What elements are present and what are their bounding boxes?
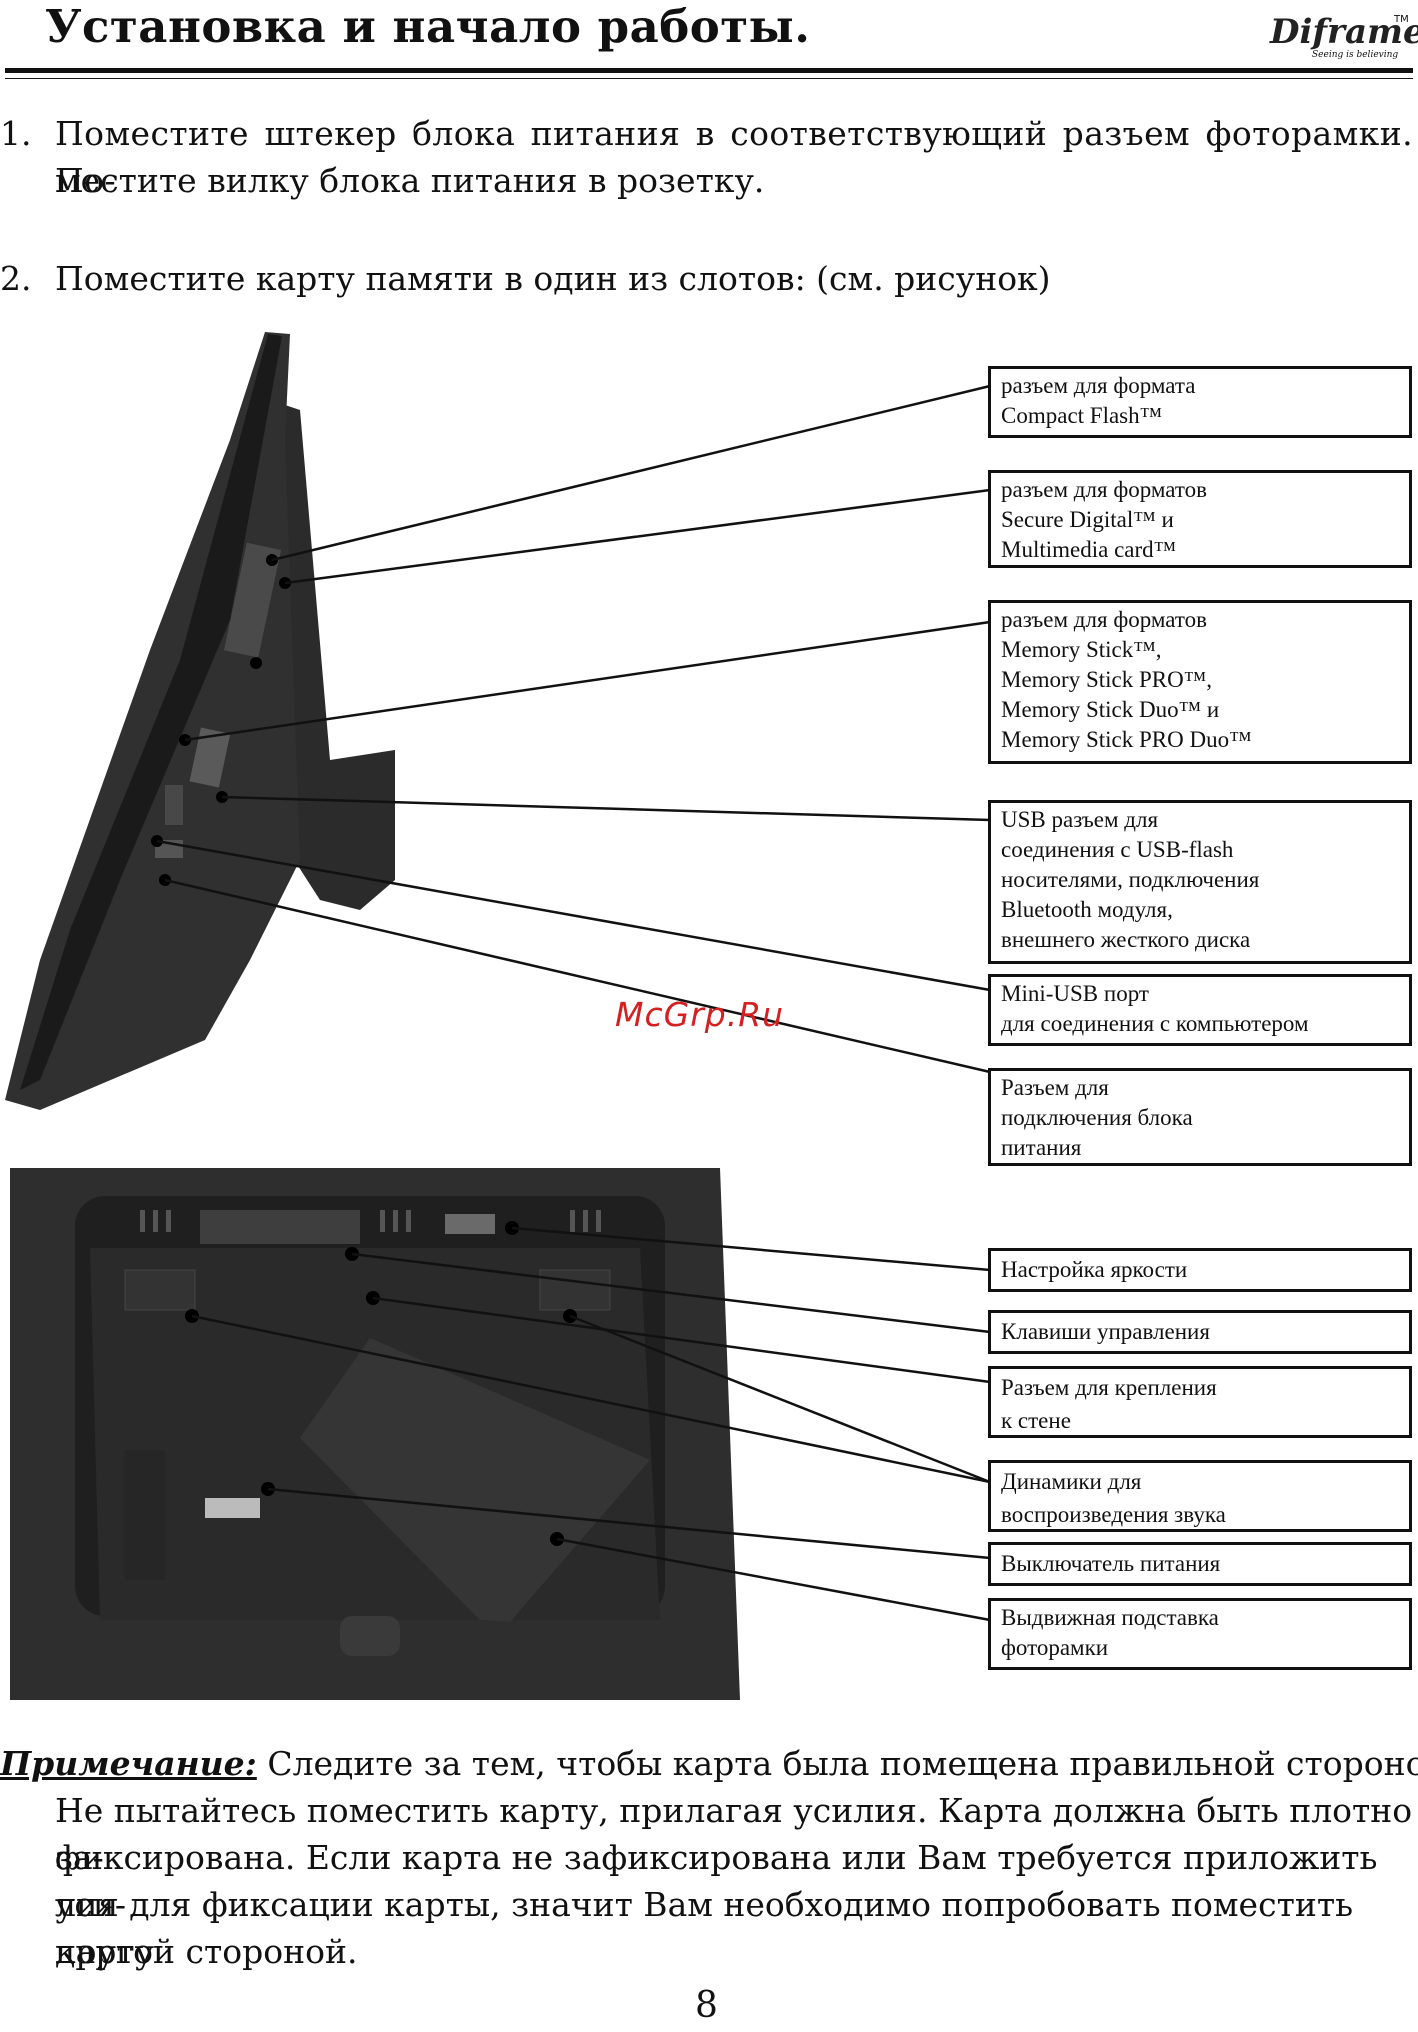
callout-brightness: Настройка яркости xyxy=(988,1248,1412,1292)
step-line: Поместите штекер блока питания в соответ… xyxy=(55,114,1413,200)
step-2: 2. Поместите карту памяти в один из слот… xyxy=(0,255,1418,305)
dot-brightness xyxy=(505,1221,519,1235)
callout-sd-mmc: разъем для форматов Secure Digital™ и Mu… xyxy=(988,470,1412,568)
page-number: 8 xyxy=(695,1985,718,2026)
callout-stand: Выдвижная подставка фоторамки xyxy=(988,1598,1412,1670)
step-line: Поместите карту памяти в один из слотов:… xyxy=(55,259,1051,298)
callout-usb: USB разъем для соединения с USB-flash но… xyxy=(988,800,1412,964)
logo-trademark: TM xyxy=(1394,14,1409,25)
watermark: McGrp.Ru xyxy=(615,995,785,1034)
logo-wordmark: Diframe xyxy=(1270,12,1418,52)
step-number: 1. xyxy=(0,114,32,153)
logo-tagline: Seeing is believing xyxy=(1312,50,1399,60)
note-label: Примечание: xyxy=(0,1744,257,1783)
device-figure: разъем для формата Compact Flash™ разъем… xyxy=(0,320,1418,1700)
brand-logo: Diframe TM Seeing is believing xyxy=(1270,12,1418,64)
back-stand xyxy=(300,1338,650,1622)
step-1: 1. Поместите штекер блока питания в соот… xyxy=(0,110,1418,210)
step-line: местите вилку блока питания в розетку. xyxy=(55,161,765,200)
note-line: фиксирована. Если карта не зафиксирована… xyxy=(55,1838,1378,1924)
header-rule xyxy=(5,68,1413,73)
step-number: 2. xyxy=(0,259,32,298)
callout-control-keys: Клавиши управления xyxy=(988,1310,1412,1354)
callout-memory-stick: разъем для форматов Memory Stick™, Memor… xyxy=(988,600,1412,764)
callout-power-switch: Выключатель питания xyxy=(988,1542,1412,1586)
page-title: Установка и начало работы. xyxy=(45,0,811,53)
note-line: другой стороной. xyxy=(55,1932,358,1971)
note-first-line: Следите за тем, чтобы карта была помещен… xyxy=(256,1744,1418,1783)
device-illustration xyxy=(5,332,991,1700)
note-line: лия для фиксации карты, значит Вам необх… xyxy=(55,1885,1354,1971)
callout-compact-flash: разъем для формата Compact Flash™ xyxy=(988,366,1412,438)
note-line: Не пытайтесь поместить карту, прилагая у… xyxy=(55,1791,1413,1877)
callout-speakers: Динамики для воспроизведения звука xyxy=(988,1460,1412,1532)
callout-mini-usb: Mini-USB порт для соединения с компьютер… xyxy=(988,974,1412,1046)
header-rule-thin xyxy=(5,78,1413,79)
callout-power-jack: Разъем для подключения блока питания xyxy=(988,1068,1412,1166)
callout-wall-mount: Разъем для крепления к стене xyxy=(988,1366,1412,1438)
